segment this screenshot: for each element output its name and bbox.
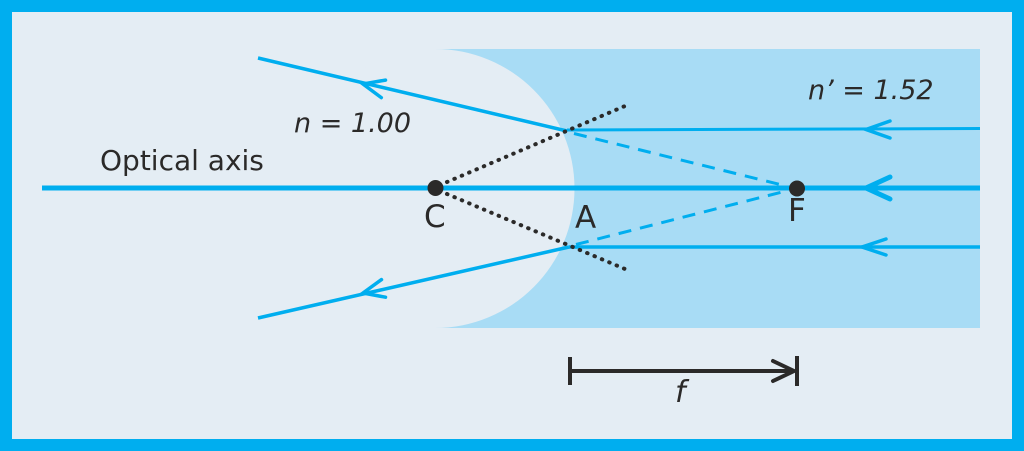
point-a-label: A: [575, 200, 596, 236]
ray-bottom-incident-arrow: [856, 237, 888, 257]
normal-dotted-bottom: [445, 192, 627, 271]
point-f-label: F: [788, 193, 806, 229]
virtual-ray-dashed-top: [573, 132, 785, 187]
ray-top-incident-arrow: [860, 119, 892, 140]
virtual-ray-dashed-bottom: [575, 190, 785, 246]
ray-top-refracted: [257, 56, 568, 133]
ray-bottom-refracted: [257, 245, 570, 320]
point-c-dot: [427, 180, 444, 196]
point-f-dot: [789, 180, 805, 197]
optical-axis-arrow: [859, 174, 893, 202]
ray-bottom-refracted-arrow: [358, 277, 388, 299]
refractive-index-left-label: n = 1.00: [294, 108, 411, 139]
ray-top-refracted-arrow: [358, 78, 388, 100]
focal-length-bar-arrow: [771, 359, 799, 383]
ray-top-incident: [566, 127, 981, 132]
point-c-label: C: [424, 199, 446, 235]
normal-dotted-top: [445, 104, 627, 184]
optical-axis-label: Optical axis: [100, 144, 264, 177]
refractive-index-right-label: n’ = 1.52: [808, 75, 934, 106]
focal-length-bar: [568, 356, 799, 386]
